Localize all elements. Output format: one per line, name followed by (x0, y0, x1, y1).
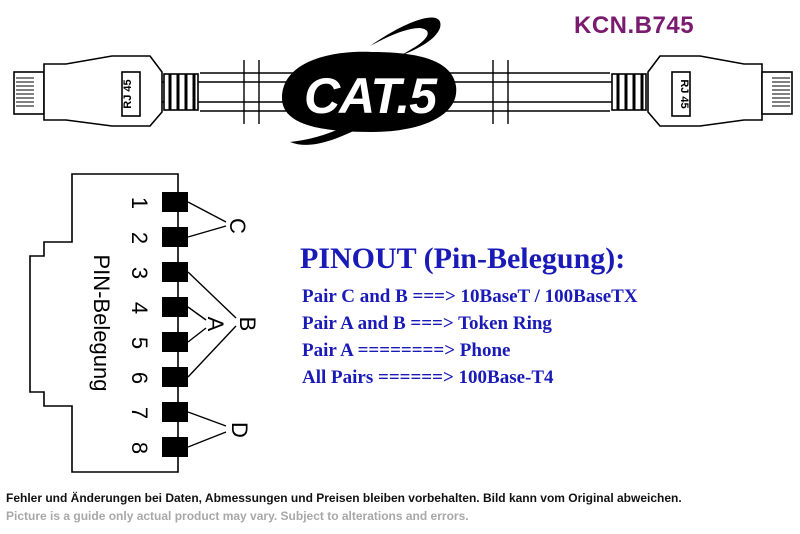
pair-label-c: C (225, 218, 250, 234)
footer-disclaimer-english: Picture is a guide only actual product m… (6, 509, 469, 523)
pin-number-6: 6 (127, 372, 152, 384)
pin-number-3: 3 (127, 267, 152, 279)
left-rj45-connector (13, 55, 199, 127)
logo-text: CAT.5 (304, 68, 438, 124)
side-label: PIN-Belegung (89, 255, 114, 392)
pin-number-5: 5 (127, 337, 152, 349)
pin-numbers: 1 2 3 4 5 6 7 8 (127, 197, 152, 454)
pair-label-d: D (227, 422, 252, 438)
footer-disclaimer-german: Fehler und Änderungen bei Daten, Abmessu… (6, 491, 682, 505)
right-rj45-connector (611, 55, 793, 127)
pinout-line-4: All Pairs ======> 100Base-T4 (302, 367, 554, 388)
pair-lines (187, 201, 237, 448)
pin-number-7: 7 (127, 407, 152, 419)
jack-outline (29, 173, 179, 473)
pinout-line-1: Pair C and B ===> 10BaseT / 100BaseTX (302, 286, 638, 307)
pair-label-a: A (203, 317, 228, 332)
pinout-line-3: Pair A ========> Phone (302, 340, 511, 361)
pin-number-8: 8 (127, 442, 152, 454)
pair-letters: C B A D (203, 218, 260, 438)
pin-number-2: 2 (127, 232, 152, 244)
pin-number-1: 1 (127, 197, 152, 209)
cat5-logo: CAT.5 (282, 17, 457, 145)
pin-number-4: 4 (127, 302, 152, 314)
cable-break-left (243, 60, 260, 124)
product-code: KCN.B745 (574, 12, 695, 39)
pinout-title: PINOUT (Pin-Belegung): (300, 242, 626, 275)
right-connector-label: RJ 45 (678, 79, 690, 108)
pair-label-b: B (235, 317, 260, 332)
pin-bars (162, 192, 188, 457)
left-connector-label: RJ 45 (122, 79, 134, 108)
pinout-line-2: Pair A and B ===> Token Ring (302, 313, 552, 334)
cable-break-right (492, 60, 509, 124)
